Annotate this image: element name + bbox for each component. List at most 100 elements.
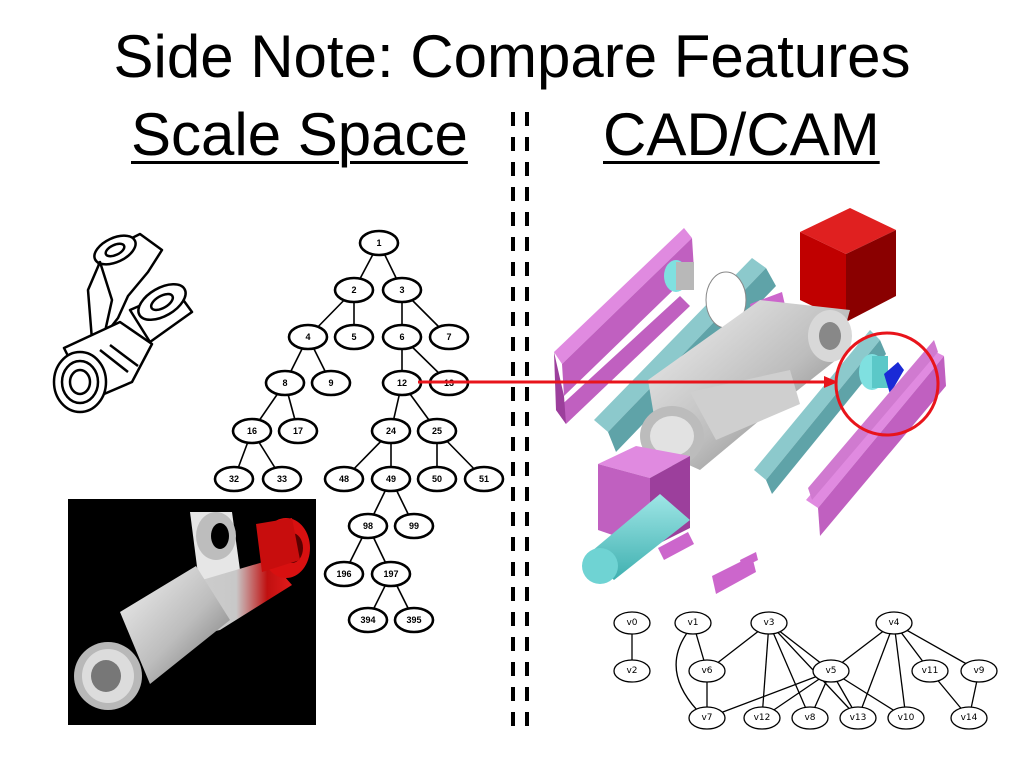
graph-node-label: v7 — [701, 713, 712, 723]
tree-node-label: 395 — [406, 615, 421, 625]
tree-node-2: 2 — [333, 276, 375, 304]
tree-node-49: 49 — [370, 465, 412, 493]
tree-node-label: 50 — [432, 474, 442, 484]
graph-node-label: v2 — [626, 666, 637, 676]
graph-edge — [857, 622, 895, 719]
tree-node-1: 1 — [358, 229, 400, 257]
tree-node-24: 24 — [370, 417, 412, 445]
tree-node-51: 51 — [463, 465, 505, 493]
tree-node-99: 99 — [393, 512, 435, 540]
tree-node-label: 8 — [282, 378, 287, 388]
scale-space-heading: Scale Space — [131, 101, 468, 168]
tree-node-32: 32 — [213, 465, 255, 493]
cad-cam-heading: CAD/CAM — [603, 101, 880, 168]
dashed-divider — [511, 112, 529, 728]
tree-node-label: 3 — [399, 285, 404, 295]
exploded-cad-assembly-icon — [554, 208, 946, 594]
graph-edge — [675, 632, 698, 711]
tree-node-6: 6 — [381, 323, 423, 351]
graph-edge — [761, 622, 770, 719]
tree-node-label: 16 — [247, 426, 257, 436]
graph-node-label: v5 — [825, 666, 836, 676]
graph-node-v14: v14 — [950, 706, 988, 730]
tree-node-16: 16 — [231, 417, 273, 445]
tree-node-5: 5 — [333, 323, 375, 351]
tree-node-label: 48 — [339, 474, 349, 484]
graph-node-label: v6 — [701, 666, 712, 676]
tree-node-label: 33 — [277, 474, 287, 484]
tree-node-196: 196 — [323, 560, 365, 588]
tree-node-25: 25 — [416, 417, 458, 445]
highlight-circle — [834, 331, 940, 437]
yoke-rendering-icon — [68, 499, 316, 725]
tree-node-label: 394 — [360, 615, 375, 625]
tree-node-4: 4 — [287, 323, 329, 351]
graph-node-v7: v7 — [688, 706, 726, 730]
graph-node-v13: v13 — [839, 706, 877, 730]
tree-node-33: 33 — [261, 465, 303, 493]
graph-node-v6: v6 — [688, 659, 726, 683]
graph-node-v0: v0 — [613, 611, 651, 635]
tree-node-197: 197 — [370, 560, 412, 588]
tree-node-label: 25 — [432, 426, 442, 436]
graph-node-v2: v2 — [613, 659, 651, 683]
tree-node-label: 98 — [363, 521, 373, 531]
tree-node-label: 49 — [386, 474, 396, 484]
tree-node-12: 12 — [381, 369, 423, 397]
graph-node-v10: v10 — [887, 706, 925, 730]
tree-node-label: 2 — [351, 285, 356, 295]
tree-node-label: 9 — [328, 378, 333, 388]
tree-node-label: 24 — [386, 426, 396, 436]
graph-node-label: v14 — [961, 713, 978, 723]
tree-node-7: 7 — [428, 323, 470, 351]
graph-node-label: v9 — [973, 666, 984, 676]
tree-node-9: 9 — [310, 369, 352, 397]
tree-node-label: 6 — [399, 332, 404, 342]
tree-node-48: 48 — [323, 465, 365, 493]
slide-title: Side Note: Compare Features — [113, 23, 911, 90]
tree-node-label: 1 — [376, 238, 381, 248]
graph-edge — [768, 622, 811, 719]
tree-node-label: 99 — [409, 521, 419, 531]
graph-node-v8: v8 — [791, 706, 829, 730]
graph-node-label: v8 — [804, 713, 815, 723]
graph-node-v5: v5 — [812, 659, 850, 683]
graph-node-v9: v9 — [960, 659, 998, 683]
tree-node-label: 197 — [383, 569, 398, 579]
graph-node-v3: v3 — [750, 611, 788, 635]
scale-space-tree: 1234567891213161724253233484950519899196… — [213, 229, 505, 634]
correspondence-arrow — [418, 376, 838, 388]
graph-node-v11: v11 — [911, 659, 949, 683]
graph-edge — [893, 622, 907, 719]
graph-node-label: v12 — [754, 713, 771, 723]
tree-node-label: 32 — [229, 474, 239, 484]
graph-edge — [893, 622, 980, 672]
tree-node-label: 4 — [305, 332, 310, 342]
yoke-line-drawing-icon — [52, 232, 194, 414]
tree-node-label: 5 — [351, 332, 356, 342]
tree-node-17: 17 — [277, 417, 319, 445]
graph-node-label: v1 — [687, 618, 698, 628]
graph-node-label: v13 — [850, 713, 867, 723]
graph-node-label: v3 — [763, 618, 774, 628]
tree-node-3: 3 — [381, 276, 423, 304]
tree-node-label: 17 — [293, 426, 303, 436]
tree-node-50: 50 — [416, 465, 458, 493]
graph-node-v1: v1 — [674, 611, 712, 635]
graph-node-v4: v4 — [875, 611, 913, 635]
tree-node-label: 12 — [397, 378, 407, 388]
tree-node-label: 196 — [336, 569, 351, 579]
tree-node-394: 394 — [347, 606, 389, 634]
graph-node-label: v0 — [626, 618, 637, 628]
graph-node-label: v4 — [888, 618, 899, 628]
cad-feature-graph: v0 v1 v2 v3 v4 v5 v6 v7 v8 v9 v10 v11 v12 v13 v14 — [613, 611, 998, 730]
tree-node-395: 395 — [393, 606, 435, 634]
graph-edge — [706, 670, 832, 719]
tree-node-label: 7 — [446, 332, 451, 342]
tree-node-label: 51 — [479, 474, 489, 484]
tree-node-8: 8 — [264, 369, 306, 397]
graph-node-label: v11 — [922, 666, 939, 676]
graph-node-v12: v12 — [743, 706, 781, 730]
graph-node-label: v10 — [898, 713, 915, 723]
